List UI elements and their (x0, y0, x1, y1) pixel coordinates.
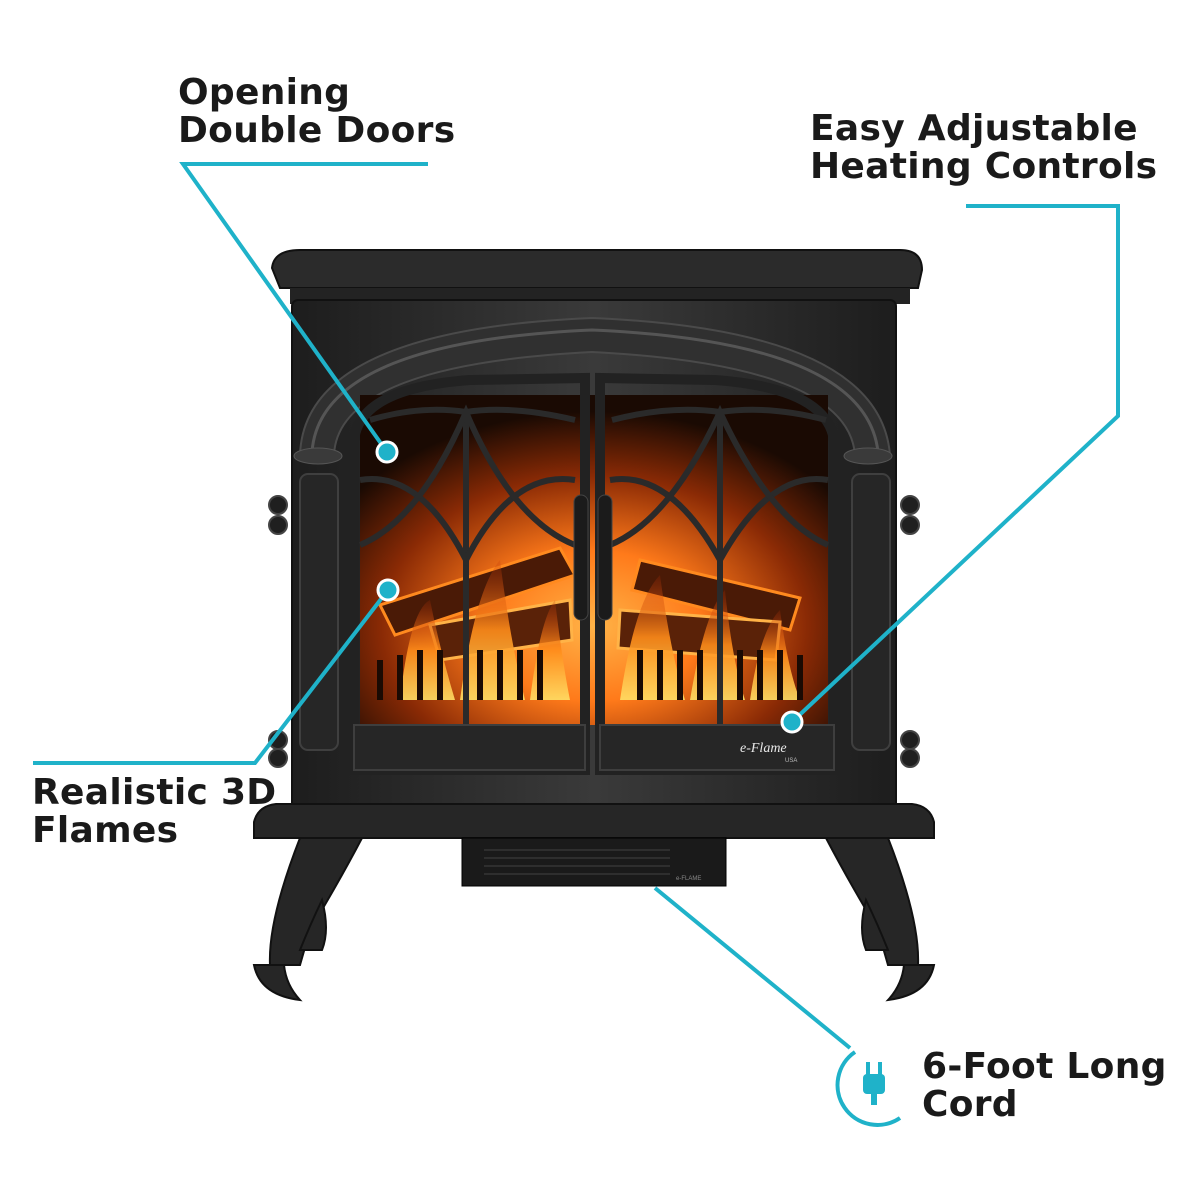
leader-flames (33, 588, 390, 765)
door-handle-left (573, 494, 589, 621)
callout-controls-line2: Heating Controls (810, 146, 1158, 187)
callout-controls-line1: Easy Adjustable (810, 108, 1138, 149)
brand-logo-suffix: USA (785, 758, 797, 764)
marker-doors (375, 440, 399, 464)
stove-base (253, 803, 935, 839)
callout-leaders (33, 162, 1120, 1050)
stove-top (270, 249, 924, 289)
callout-doors-line2: Double Doors (178, 110, 456, 151)
log-grate (377, 650, 803, 700)
callout-heating-controls: Easy Adjustable Heating Controls (810, 108, 1158, 187)
heater-fan-vent (461, 837, 727, 887)
callout-opening-double-doors: Opening Double Doors (178, 74, 455, 150)
callout-realistic-flames: Realistic 3D Flames (32, 774, 277, 850)
leader-cord (653, 886, 852, 1050)
fan-label: e-FLAME (676, 876, 701, 882)
brand-logo: e-Flame (740, 741, 787, 756)
leader-doors (179, 162, 428, 454)
callout-doors-line1: Opening (178, 72, 351, 113)
double-doors (349, 372, 839, 775)
callout-flames-line2: Flames (32, 810, 179, 851)
callout-long-cord: 6-Foot Long Cord (922, 1048, 1167, 1124)
stove-legs (252, 837, 936, 1002)
marker-controls (780, 710, 804, 734)
plug-icon (835, 1050, 902, 1127)
callout-cord-line2: Cord (922, 1084, 1018, 1125)
door-handle-right (597, 494, 613, 621)
callout-cord-line1: 6-Foot Long (922, 1046, 1167, 1087)
callout-flames-line1: Realistic 3D (32, 772, 277, 813)
leader-controls (790, 204, 1120, 724)
electric-stove-fireplace: e-Flame USA e-FLAME (252, 249, 936, 1002)
marker-flames (376, 578, 400, 602)
